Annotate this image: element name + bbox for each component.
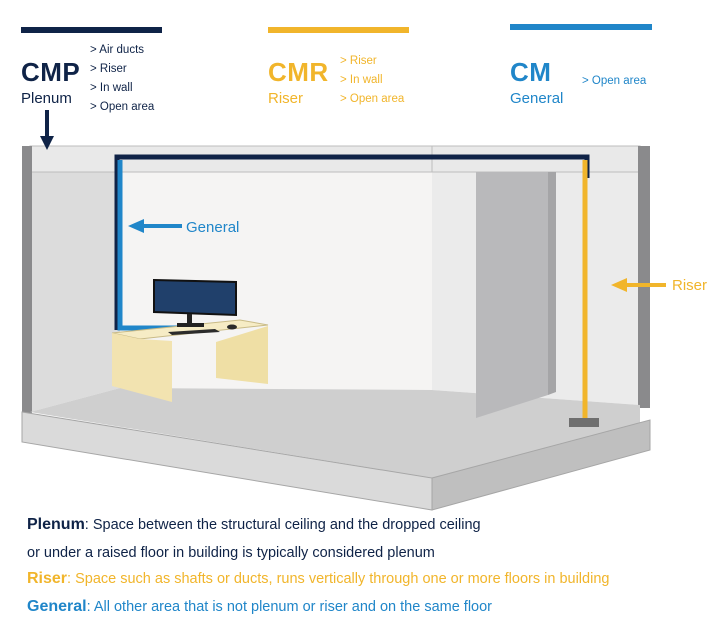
riser-shaft-side — [548, 172, 556, 395]
general-diagram-label: General — [186, 219, 239, 236]
keyboard — [168, 329, 220, 335]
desk-left-leg — [112, 333, 172, 402]
cmp-use-item: Open area — [90, 98, 154, 117]
cmp-use-item: Riser — [90, 60, 154, 79]
cmp-name: Plenum — [21, 90, 72, 107]
riser-pointer-arrow — [611, 278, 666, 292]
cmp-code: CMP — [21, 57, 81, 87]
cm-use-item: Open area — [582, 72, 646, 91]
plenum-term: Plenum — [27, 516, 85, 533]
monitor-base — [177, 323, 204, 327]
cmr-use-item: In wall — [340, 71, 404, 90]
cmr-name: Riser — [268, 90, 304, 107]
cmp-use-item: Air ducts — [90, 41, 154, 60]
cm-code: CM — [510, 57, 552, 87]
general-term: General — [27, 598, 87, 615]
riser-shaft-wall — [476, 172, 548, 418]
general-definition: General: All other area that is not plen… — [27, 598, 492, 616]
cm-name: General — [510, 90, 564, 107]
riser-diagram-label: Riser — [672, 277, 707, 294]
cmp-use-item: In wall — [90, 79, 154, 98]
general-definition-text: : All other area that is not plenum or r… — [86, 599, 493, 615]
cmr-use-item: Open area — [340, 90, 404, 109]
cm-color-bar — [510, 24, 652, 30]
cmp-uses-list: Air ducts Riser In wall Open area — [90, 41, 154, 117]
cmr-code: CMR — [268, 57, 329, 87]
desk-right-leg — [216, 326, 268, 384]
riser-definition-text: : Space such as shafts or ducts, runs ve… — [67, 571, 610, 587]
monitor-neck — [187, 314, 192, 324]
general-pointer-arrow — [128, 219, 182, 233]
cm-uses-list: Open area — [582, 72, 646, 91]
plenum-definition-continued: or under a raised floor in building is t… — [27, 545, 435, 561]
cmr-use-item: Riser — [340, 52, 404, 71]
monitor-screen — [153, 278, 237, 317]
plenum-down-arrow — [40, 110, 54, 150]
mouse — [227, 324, 237, 330]
plenum-definition: Plenum: Space between the structural cei… — [27, 516, 481, 534]
cmp-color-bar — [21, 27, 162, 33]
left-wall — [30, 170, 120, 412]
cmr-uses-list: Riser In wall Open area — [340, 52, 404, 109]
back-wall — [120, 170, 432, 390]
floor-right-edge — [431, 419, 651, 511]
right-wall-slab — [638, 146, 650, 408]
plenum-definition-text: : Space between the structural ceiling a… — [84, 517, 481, 533]
riser-floor-box — [569, 418, 599, 427]
riser-definition: Riser: Space such as shafts or ducts, ru… — [27, 570, 609, 588]
cmr-color-bar — [268, 27, 409, 33]
left-wall-slab — [22, 146, 32, 414]
riser-term: Riser — [27, 570, 68, 587]
